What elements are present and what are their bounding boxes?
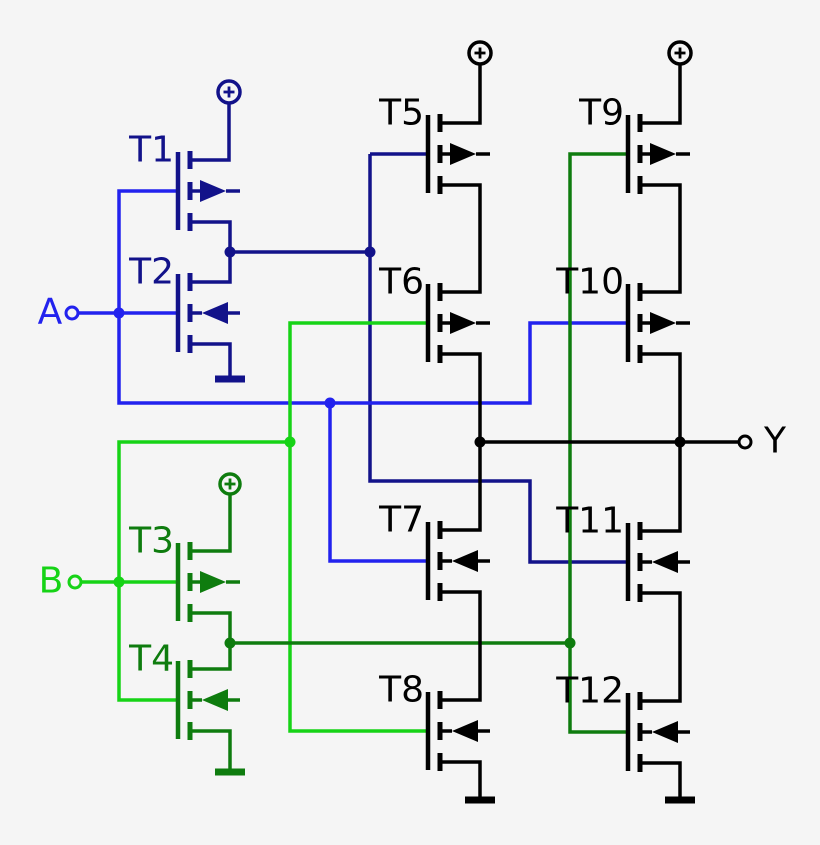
t12-label: T12: [555, 671, 624, 712]
junction-dot-7: [564, 637, 576, 649]
t2-arrow-left-icon: [202, 302, 228, 324]
port-a-label: A: [38, 292, 63, 333]
transistor-T3: T3: [128, 521, 240, 622]
port-y-label: Y: [763, 421, 787, 462]
t9-arrow-right-icon: [650, 143, 676, 165]
junction-dot-6: [224, 637, 236, 649]
transistor-T5: T5: [378, 93, 490, 194]
t3-arrow-right-icon: [200, 571, 226, 593]
wire-a-bar-t11gate: [368, 154, 628, 564]
wire-b-t8gate: [288, 442, 428, 733]
t6-arrow-right-icon: [450, 312, 476, 334]
t11-label: T11: [555, 501, 624, 542]
wire-t8-gnd-lead: [440, 760, 482, 800]
t4-arrow-left-icon: [202, 689, 228, 711]
t1-label: T1: [128, 130, 174, 171]
junction-dot-9: [674, 436, 686, 448]
t1-arrow-right-icon: [200, 180, 226, 202]
port-b-label: B: [39, 561, 64, 602]
t6-label: T6: [378, 262, 424, 303]
port-b: B: [39, 561, 83, 602]
wire-t7-t8-link: [440, 590, 482, 702]
transistor-T4: T4: [128, 639, 240, 740]
t3-label: T3: [128, 521, 174, 562]
port-y: Y: [737, 421, 787, 462]
wire-inv2-internal: [190, 611, 232, 671]
transistor-T12: T12: [555, 671, 690, 772]
transistor-T2: T2: [128, 252, 240, 353]
wire-t11-t12-link: [640, 591, 682, 703]
wire-vdd-t3-lead: [190, 494, 232, 553]
t7-label: T7: [378, 500, 424, 541]
transistor-T6: T6: [378, 262, 490, 363]
t2-label: T2: [128, 252, 174, 293]
wire-t9-t10-link: [640, 183, 682, 294]
transistor-T7: T7: [378, 500, 490, 601]
port-a-terminal: [64, 305, 80, 321]
t10-label: T10: [555, 262, 624, 303]
wire-t5-t6-link: [440, 183, 482, 294]
junction-dot-4: [113, 576, 125, 588]
vdd-t1-supply-icon: [216, 79, 242, 105]
t5-label: T5: [378, 93, 424, 134]
junction-dot-8: [474, 436, 486, 448]
transistor-T1: T1: [128, 130, 240, 231]
junction-dot-0: [224, 246, 236, 258]
wire-vdd-t5-lead: [440, 64, 482, 125]
wire-inv1-internal: [190, 220, 232, 284]
t12-arrow-left-icon: [652, 721, 678, 743]
t5-arrow-right-icon: [450, 143, 476, 165]
wire-t12-gnd-lead: [640, 761, 682, 800]
t11-arrow-left-icon: [652, 551, 678, 573]
wire-t2-gnd-lead: [190, 342, 232, 379]
t9-label: T9: [578, 93, 624, 134]
wire-t4-gnd-lead: [190, 729, 232, 772]
t10-arrow-right-icon: [650, 312, 676, 334]
t8-label: T8: [378, 670, 424, 711]
transistor-T10: T10: [555, 262, 690, 363]
junction-dot-2: [113, 307, 125, 319]
wire-vdd-t9-lead: [640, 64, 682, 125]
vdd-t3-supply-icon: [218, 472, 242, 496]
wire-a-t7gate: [328, 403, 428, 563]
t7-arrow-left-icon: [452, 550, 478, 572]
junction-dot-3: [324, 397, 336, 409]
junction-dot-1: [364, 246, 376, 258]
vdd-t9-supply-icon: [667, 40, 693, 66]
junction-dot-5: [284, 436, 296, 448]
wire-b-t4-t6: [117, 321, 428, 702]
transistor-T8: T8: [378, 670, 490, 771]
transistor-T11: T11: [555, 501, 690, 602]
t4-label: T4: [128, 639, 174, 680]
port-y-terminal: [737, 434, 753, 450]
transistor-T9: T9: [578, 93, 690, 194]
wire-t6-t7-link: [440, 352, 482, 532]
port-a: A: [38, 292, 80, 333]
wire-vdd-t1-lead: [190, 103, 231, 162]
port-b-terminal: [67, 574, 83, 590]
t8-arrow-left-icon: [452, 720, 478, 742]
vdd-t5-supply-icon: [467, 40, 493, 66]
